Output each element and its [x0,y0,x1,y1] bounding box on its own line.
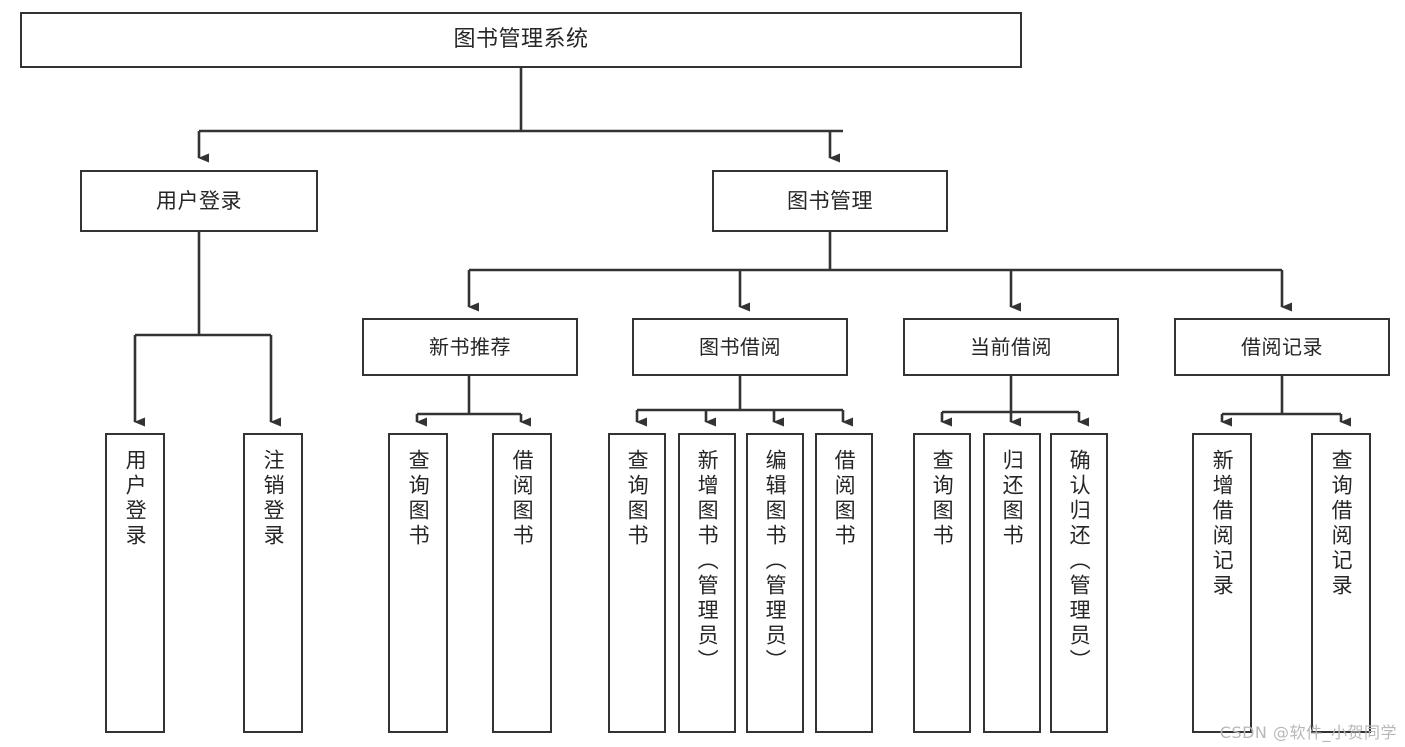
node-label: 用户登录 [156,188,242,213]
node-label: 借阅图书 [510,449,535,549]
node-label: 新增图书（管理员） [695,449,720,674]
node-label: 查询图书 [625,449,650,549]
node-user-login[interactable]: 用户登录 [80,170,318,232]
node-label: 注销登录 [261,449,286,549]
node-label: 图书管理 [787,188,873,213]
leaf-add-book-admin[interactable]: 新增图书（管理员） [678,433,736,733]
node-label: 查询借阅记录 [1329,449,1354,599]
node-label: 查询图书 [406,449,431,549]
node-book-borrow[interactable]: 图书借阅 [632,318,848,376]
node-borrow-record[interactable]: 借阅记录 [1174,318,1390,376]
node-root-book-management-system[interactable]: 图书管理系统 [20,12,1022,68]
leaf-borrow-book-recommend[interactable]: 借阅图书 [492,433,552,733]
node-current-borrow[interactable]: 当前借阅 [903,318,1119,376]
node-label: 确认归还（管理员） [1067,449,1092,674]
leaf-add-borrow-record[interactable]: 新增借阅记录 [1192,433,1252,733]
node-label: 新书推荐 [429,334,511,359]
leaf-confirm-return-admin[interactable]: 确认归还（管理员） [1050,433,1108,733]
leaf-query-book-current[interactable]: 查询图书 [913,433,971,733]
node-label: 图书借阅 [699,334,781,359]
node-label: 借阅图书 [832,449,857,549]
node-label: 借阅记录 [1241,334,1323,359]
leaf-edit-book-admin[interactable]: 编辑图书（管理员） [746,433,804,733]
node-label: 归还图书 [1000,449,1025,549]
watermark: CSDN @软件_小贺同学 [1219,723,1397,742]
node-label: 图书管理系统 [453,27,589,53]
leaf-query-book-recommend[interactable]: 查询图书 [388,433,448,733]
leaf-return-book[interactable]: 归还图书 [983,433,1041,733]
leaf-borrow-book[interactable]: 借阅图书 [815,433,873,733]
leaf-user-login[interactable]: 用户登录 [105,433,165,733]
node-label: 查询图书 [930,449,955,549]
node-book-management[interactable]: 图书管理 [712,170,948,232]
node-label: 新增借阅记录 [1210,449,1235,599]
node-label: 当前借阅 [970,334,1052,359]
node-label: 编辑图书（管理员） [763,449,788,674]
node-new-book-recommend[interactable]: 新书推荐 [362,318,578,376]
node-label: 用户登录 [123,449,148,549]
leaf-logout[interactable]: 注销登录 [243,433,303,733]
leaf-query-borrow-record[interactable]: 查询借阅记录 [1311,433,1371,733]
leaf-query-book[interactable]: 查询图书 [608,433,666,733]
